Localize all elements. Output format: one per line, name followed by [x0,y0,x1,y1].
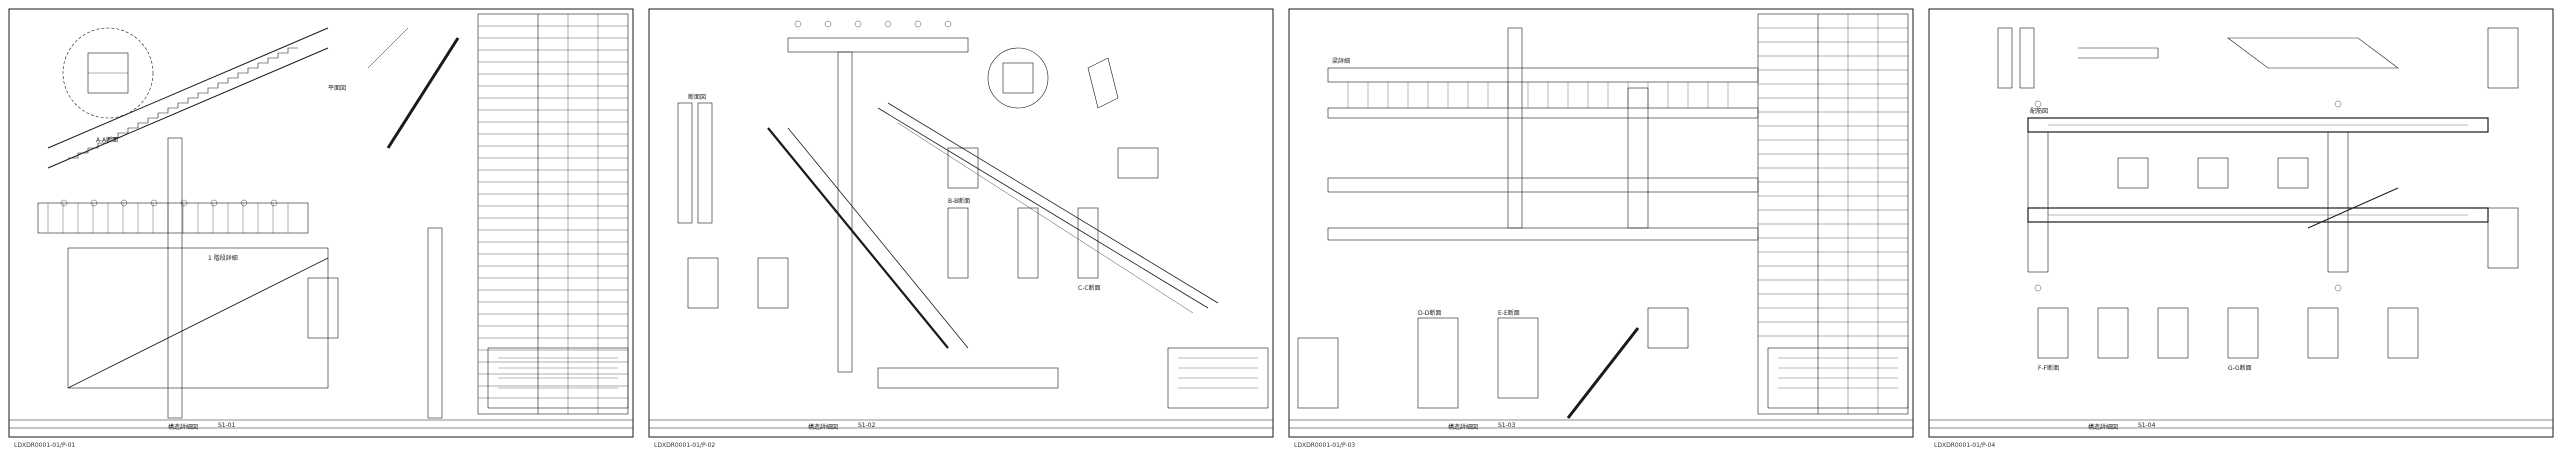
sheet-4-number: S1-04 [2138,422,2156,429]
sheet-3-label-3: E-E断面 [1498,310,1520,317]
sheet-1-label-3: 平面図 [328,85,347,92]
drawing-sheet-1: A-A断面 1 階段詳細 平面図 構造詳細図 S1-01 LDXDR0001-0… [8,8,634,449]
sheet-3-label-2: D-D断面 [1418,310,1442,317]
sheet-3-drawing [1288,8,1914,438]
sheet-3-number: S1-03 [1498,422,1516,429]
sheet-4-label-1: 配筋図 [2030,108,2049,115]
sheet-2-drawing [648,8,1274,438]
sheet-4-footer-note: LDXDR0001-01/P-04 [1934,442,1996,449]
sheet-1-drawing [8,8,634,438]
sheet-1-footer-note: LDXDR0001-01/P-01 [14,442,76,449]
sheet-2-label-2: B-B断面 [948,198,971,205]
sheet-1-label-2: 1 階段詳細 [208,255,238,262]
sheet-1-label-1: A-A断面 [96,137,119,144]
sheet-4-drawing [1928,8,2554,438]
sheet-4-label-2: F-F断面 [2038,365,2060,372]
sheet-2-label-1: 断面図 [688,94,707,101]
sheet-3-title: 構造詳細図 [1448,424,1479,431]
sheet-2-footer-note: LDXDR0001-01/P-02 [654,442,716,449]
sheet-3-footer-note: LDXDR0001-01/P-03 [1294,442,1356,449]
sheet-2-title: 構造詳細図 [808,424,839,431]
sheet-4-title: 構造詳細図 [2088,424,2119,431]
sheet-2-label-3: C-C断面 [1078,285,1101,292]
sheet-3-label-1: 梁詳細 [1332,58,1351,65]
sheet-4-label-3: G-G断面 [2228,365,2252,372]
drawing-sheet-4: 配筋図 F-F断面 G-G断面 構造詳細図 S1-04 LDXDR0001-01… [1928,8,2554,449]
sheet-1-number: S1-01 [218,422,236,429]
sheet-1-title: 構造詳細図 [168,424,199,431]
drawing-sheet-2: 断面図 B-B断面 C-C断面 構造詳細図 S1-02 LDXDR0001-01… [648,8,1274,449]
sheet-2-number: S1-02 [858,422,876,429]
drawing-sheet-3: 梁詳細 D-D断面 E-E断面 構造詳細図 S1-03 LDXDR0001-01… [1288,8,1914,449]
